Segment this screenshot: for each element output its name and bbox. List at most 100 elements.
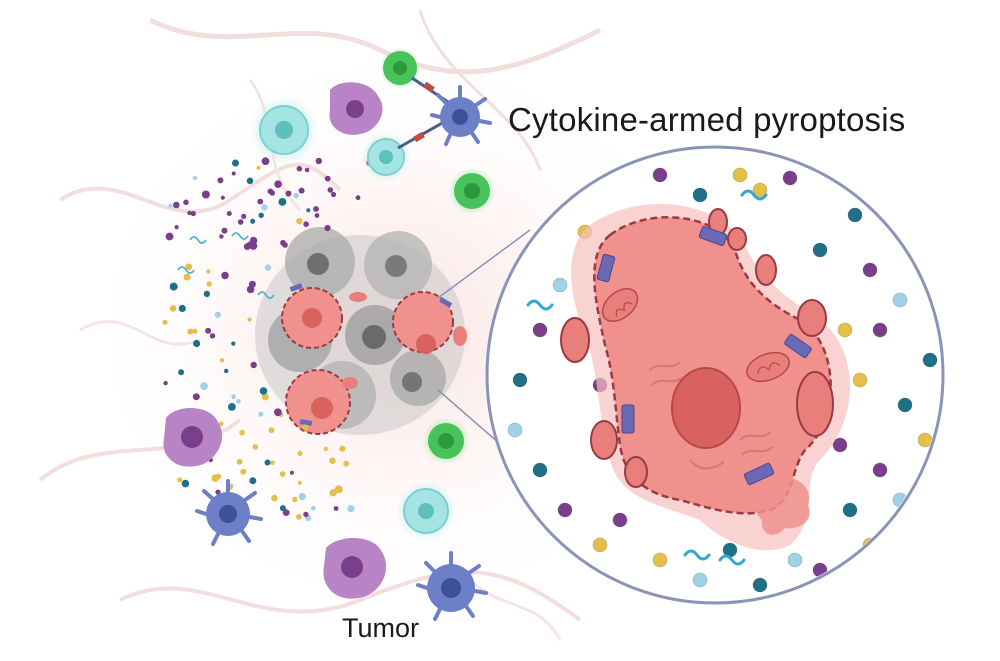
cytokine-dot-icon xyxy=(248,280,256,288)
cytokine-dot-icon xyxy=(917,432,933,448)
cytokine-dot-icon xyxy=(220,195,225,200)
cytokine-dot-icon xyxy=(324,225,331,232)
cytokine-dot-icon xyxy=(192,328,198,334)
zoom-circle xyxy=(485,145,945,605)
cytokine-dot-icon xyxy=(261,393,269,401)
cytokine-dot-icon xyxy=(200,382,209,390)
cytokine-dot-icon xyxy=(162,319,168,325)
cytokine-dot-icon xyxy=(842,502,858,518)
cytokine-dot-icon xyxy=(315,157,322,165)
cytokine-dot-icon xyxy=(169,282,178,291)
diagram-title: Cytokine-armed pyroptosis xyxy=(508,101,906,138)
cytokine-dot-icon xyxy=(236,399,241,404)
mitochondrion-icon xyxy=(601,287,639,323)
cytokine-dot-icon xyxy=(306,208,311,213)
cytokine-dot-icon xyxy=(612,512,628,528)
cytokine-dot-icon xyxy=(552,277,568,293)
cytokine-dot-icon xyxy=(219,234,224,239)
cytokine-dot-icon xyxy=(219,358,225,363)
dna-fragment-icon xyxy=(683,549,711,561)
cytokine-dot-icon xyxy=(201,190,210,199)
cytokine-dot-icon xyxy=(274,408,282,417)
cytokine-dot-icon xyxy=(532,322,548,338)
cytokine-dot-icon xyxy=(298,493,306,501)
dna-fragment-icon xyxy=(526,299,554,311)
cytokine-dot-icon xyxy=(246,177,254,185)
cytokine-dot-icon xyxy=(270,460,275,466)
cytokine-dot-icon xyxy=(259,387,268,395)
dna-fragment-icon xyxy=(231,232,249,240)
cytokine-dot-icon xyxy=(183,273,191,281)
cytokine-dot-icon xyxy=(257,198,264,205)
cytokine-dot-icon xyxy=(293,192,299,199)
gsdmd-pore-icon xyxy=(596,225,812,486)
cytokine-dot-icon xyxy=(221,271,229,280)
cytokine-dot-icon xyxy=(837,322,853,338)
cytokine-dot-icon xyxy=(237,219,244,225)
dna-fragment-icon xyxy=(177,266,195,274)
t-cell-icon xyxy=(250,96,318,164)
cytokine-dot-icon xyxy=(852,372,868,388)
t-cell-icon xyxy=(422,417,470,465)
cytokine-dot-icon xyxy=(333,506,339,511)
cytokine-dot-icon xyxy=(812,242,828,258)
cytokine-dot-icon xyxy=(752,577,768,593)
cytokine-dot-icon xyxy=(224,368,229,374)
cytokine-dot-icon xyxy=(206,281,212,287)
cytokine-dot-icon xyxy=(787,552,803,568)
cytokine-dot-icon xyxy=(187,210,192,216)
cytokine-dot-icon xyxy=(285,190,292,197)
cytokine-dot-icon xyxy=(211,474,219,483)
cytokine-dot-icon xyxy=(252,444,259,450)
cytokine-dot-icon xyxy=(292,496,298,503)
cytokine-dot-icon xyxy=(226,211,232,216)
cytokine-dot-icon xyxy=(343,460,350,467)
cytokine-dot-icon xyxy=(323,446,328,452)
cytokine-dot-icon xyxy=(289,470,294,475)
cytokine-dot-icon xyxy=(532,462,548,478)
dna-fragment-icon xyxy=(718,554,746,566)
antibody-icon xyxy=(397,76,449,150)
dendritic-cell-icon xyxy=(416,551,488,621)
cytokine-dot-icon xyxy=(330,191,337,198)
cytokine-dot-icon xyxy=(512,372,528,388)
cytokine-dot-icon xyxy=(250,218,256,224)
cytokine-dot-icon xyxy=(168,203,173,208)
cytokine-dot-icon xyxy=(215,489,221,495)
cytokine-dot-icon xyxy=(249,236,258,245)
cytokine-dot-icon xyxy=(298,187,305,194)
t-cell-icon xyxy=(361,132,411,182)
cytokine-dot-icon xyxy=(181,479,190,488)
cytokine-dot-icon xyxy=(192,393,200,401)
cytokine-dot-icon xyxy=(296,514,302,520)
cytokine-dot-icon xyxy=(258,411,264,417)
cytokine-dot-icon xyxy=(218,421,224,427)
cytokine-cloud xyxy=(162,157,373,522)
tumor-label: Tumor xyxy=(342,613,420,643)
cytokine-dot-icon xyxy=(249,477,257,485)
cytokine-dot-icon xyxy=(217,177,224,184)
cytokine-dot-icon xyxy=(206,269,211,274)
cytokine-dot-icon xyxy=(178,304,186,313)
cytokine-dot-icon xyxy=(239,429,245,436)
cytokine-dot-icon xyxy=(847,207,863,223)
cytokine-dot-icon xyxy=(297,166,303,172)
cytokine-dot-icon xyxy=(314,213,320,218)
cytokine-dot-icon xyxy=(231,171,236,176)
cytokine-dot-icon xyxy=(278,198,287,206)
cytokine-dot-icon xyxy=(557,502,573,518)
cytokine-dot-icon xyxy=(269,190,276,196)
cytokine-dot-icon xyxy=(592,537,608,553)
cytokine-dot-icon xyxy=(193,339,201,348)
cytokine-dot-icon xyxy=(192,175,198,181)
dna-fragment-icon xyxy=(257,291,275,299)
cytokine-dot-icon xyxy=(334,485,343,494)
tumor-mass-icon xyxy=(255,227,467,435)
cytokine-dot-icon xyxy=(174,225,179,230)
cytokine-dot-icon xyxy=(922,352,938,368)
cytokine-dot-icon xyxy=(329,457,336,464)
cytokine-dot-icon xyxy=(313,206,319,212)
pyroptotic-cell-membrane xyxy=(593,216,832,515)
cytokine-dot-icon xyxy=(173,201,180,209)
